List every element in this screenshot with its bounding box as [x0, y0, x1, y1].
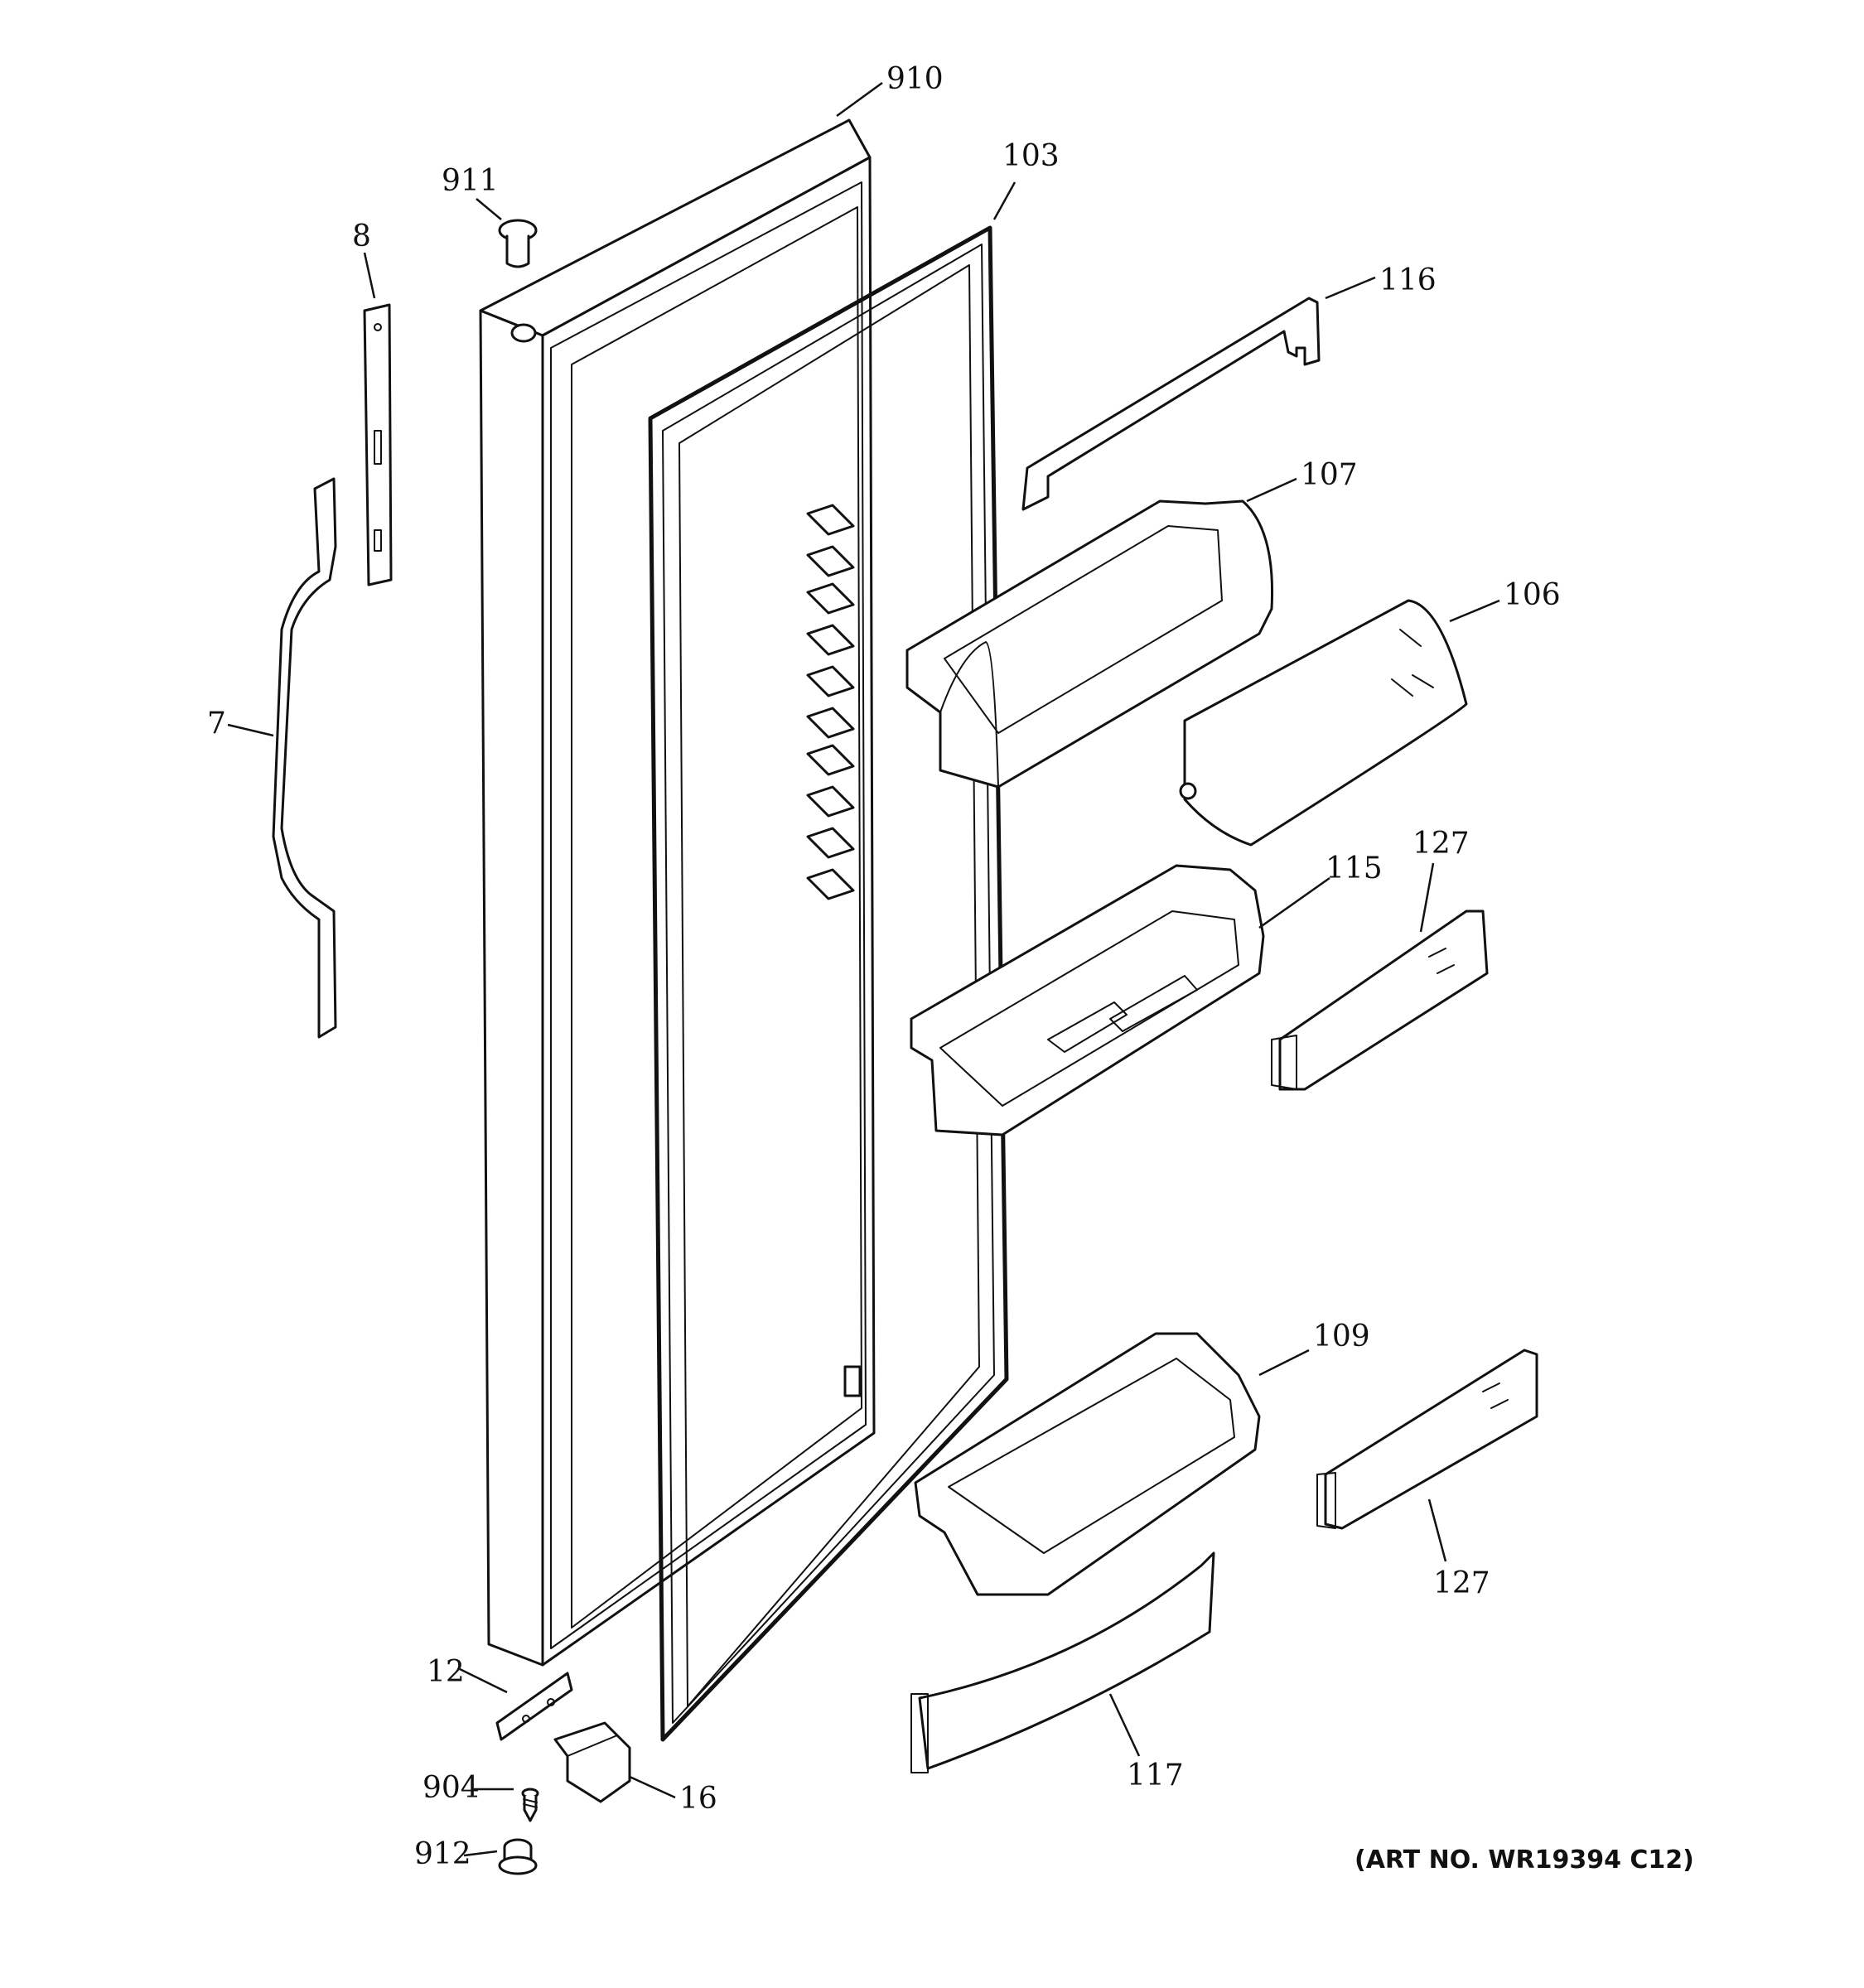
callout-8: 8: [352, 220, 371, 253]
callout-106: 106: [1504, 578, 1561, 612]
part-103-door-gasket: [648, 225, 1009, 1742]
part-7-door-handle: [272, 477, 337, 1039]
door-liner-shelf-supports: [806, 504, 862, 1397]
part-904-screw: [521, 1788, 539, 1822]
callout-7: 7: [207, 707, 226, 741]
callout-904: 904: [423, 1771, 480, 1805]
callout-127-lower: 127: [1433, 1566, 1490, 1600]
part-12-hinge-shim: [495, 1672, 573, 1741]
callout-103: 103: [1002, 139, 1060, 173]
callout-911: 911: [442, 164, 499, 198]
callout-117: 117: [1127, 1759, 1184, 1793]
part-16-lower-hinge: [553, 1721, 631, 1803]
callout-16: 16: [679, 1782, 717, 1816]
callout-116: 116: [1379, 263, 1437, 297]
part-109-door-bin: [914, 1332, 1261, 1596]
part-127-bin-divider-upper: [1271, 910, 1489, 1091]
callout-912: 912: [414, 1837, 471, 1871]
part-127-bin-divider-lower: [1316, 1349, 1538, 1530]
callout-107: 107: [1301, 458, 1358, 492]
part-115-door-bin: [910, 864, 1265, 1136]
callout-labels: 910 911 8 103 116 107 106 7 115 127 109 …: [207, 62, 1561, 1871]
part-107-door-bin: [905, 499, 1274, 789]
callout-12: 12: [427, 1655, 465, 1689]
part-116-rail: [1021, 297, 1321, 511]
part-8-handle-trim: [363, 303, 393, 586]
callout-109: 109: [1313, 1320, 1370, 1353]
part-910-door-panel: [479, 118, 876, 1667]
callout-115: 115: [1326, 852, 1383, 885]
part-117-bin-front: [910, 1551, 1215, 1773]
part-911-bushing: [498, 219, 538, 268]
part-912-bushing: [498, 1838, 538, 1875]
callout-910: 910: [886, 62, 944, 96]
part-106-bin-cover: [1179, 599, 1468, 847]
art-number: (ART NO. WR19394 C12): [1355, 1846, 1694, 1875]
leader-lines: [227, 81, 1500, 1857]
callout-127-upper: 127: [1412, 827, 1470, 861]
